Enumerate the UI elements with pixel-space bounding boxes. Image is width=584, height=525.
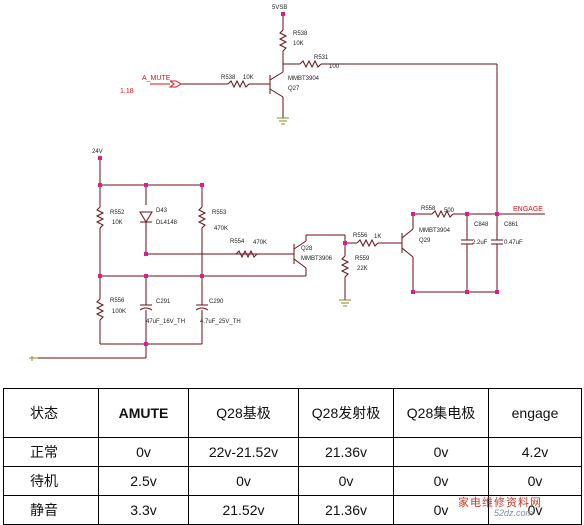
r556-low-ref: R556 [110,298,125,304]
r-top-value: 10K [293,41,304,47]
r556-emit-value: 1K [374,234,381,240]
cell-q28-collector: 0v [393,495,489,525]
q27-part: MMBT3904 [288,76,320,82]
r552-ref: R552 [110,210,125,216]
table-header-row: 状态 AMUTE Q28基极 Q28发射极 Q28集电极 engage [3,388,582,438]
cell-amute: 2.5v [98,466,189,496]
q27-ref: Q27 [288,86,300,92]
cell-state: 静音 [3,495,99,525]
table-row: 待机 2.5v 0v 0v 0v 0v [3,466,582,496]
r558-ref: R558 [421,206,436,212]
net-label-input-pin: 1,18 [120,88,134,95]
r-base-value: 10K [243,75,254,81]
q29-ref: Q29 [419,238,431,244]
circuit-schematic: 5VSB 24V 1,18 A_MUTE ENGAGE R538 10K R53… [29,5,545,361]
c290-value: 4.7uF_25V_TH [200,319,241,325]
net-label-24v: 24V [92,149,103,155]
cell-q28-emitter: 21.36v [298,437,394,467]
d43-part: DL4148 [156,220,178,226]
cell-state: 正常 [3,437,99,467]
watermark-url: 52dz.com [494,508,534,518]
header-amute: AMUTE [98,388,189,438]
r-top-ref: R538 [293,31,308,37]
r556-low-value: 100K [112,309,126,315]
net-label-5vsb: 5VSB [272,5,287,11]
c848-value: 2.2uF [472,240,488,246]
cell-q28-emitter: 0v [298,466,394,496]
r556-emit-ref: R556 [353,233,368,239]
table-row: 静音 3.3v 21.52v 21.36v 0v 0v [3,495,582,525]
cell-q28-base: 0v [188,466,299,496]
cell-q28-emitter: 21.36v [298,495,394,525]
d43-ref: D43 [156,208,168,214]
cell-engage: 0v [488,466,582,496]
cell-engage: 0v [488,495,582,525]
r-base-ref: R538 [221,75,236,81]
cell-amute: 0v [98,437,189,467]
net-label-engage: ENGAGE [513,206,543,213]
c291-value: 47uF_16V_TH [146,319,185,325]
cell-q28-base: 21.52v [188,495,299,525]
r552-value: 10K [112,220,123,226]
header-q28-collector: Q28集电极 [393,388,489,438]
cell-amute: 3.3v [98,495,189,525]
c291-ref: C291 [156,299,171,305]
q29-part: MMBT3904 [419,228,451,234]
header-engage: engage [488,388,582,438]
r553-value: 470K [214,226,228,232]
c861-value: 0.47uF [504,240,523,246]
r-coll-value: 100 [329,64,340,70]
cell-q28-collector: 0v [393,437,489,467]
c848-ref: C848 [474,222,489,228]
header-q28-base: Q28基极 [188,388,299,438]
c861-ref: C861 [504,222,519,228]
cell-q28-collector: 0v [393,466,489,496]
cell-engage: 4.2v [488,437,582,467]
net-label-a-mute: A_MUTE [142,75,171,82]
voltage-state-table: 状态 AMUTE Q28基极 Q28发射极 Q28集电极 engage 正常 0… [3,388,582,525]
q28-part: MMBT3906 [301,256,333,262]
table-row: 正常 0v 22v-21.52v 21.36v 0v 4.2v [3,437,582,467]
c290-ref: C290 [209,299,224,305]
r559-value: 22K [357,266,368,272]
cell-state: 待机 [3,466,99,496]
header-q28-emitter: Q28发射极 [298,388,394,438]
r553-ref: R553 [212,210,227,216]
r559-ref: R559 [355,256,370,262]
watermark-text: 家电维修资料网 [458,496,542,509]
r554-value: 470K [253,240,267,246]
cell-q28-base: 22v-21.52v [188,437,299,467]
r554-ref: R554 [230,239,245,245]
header-state: 状态 [3,388,99,438]
r558-value: 500 [444,208,455,214]
q28-ref: Q28 [301,246,313,252]
r-coll-ref: R531 [314,55,329,61]
